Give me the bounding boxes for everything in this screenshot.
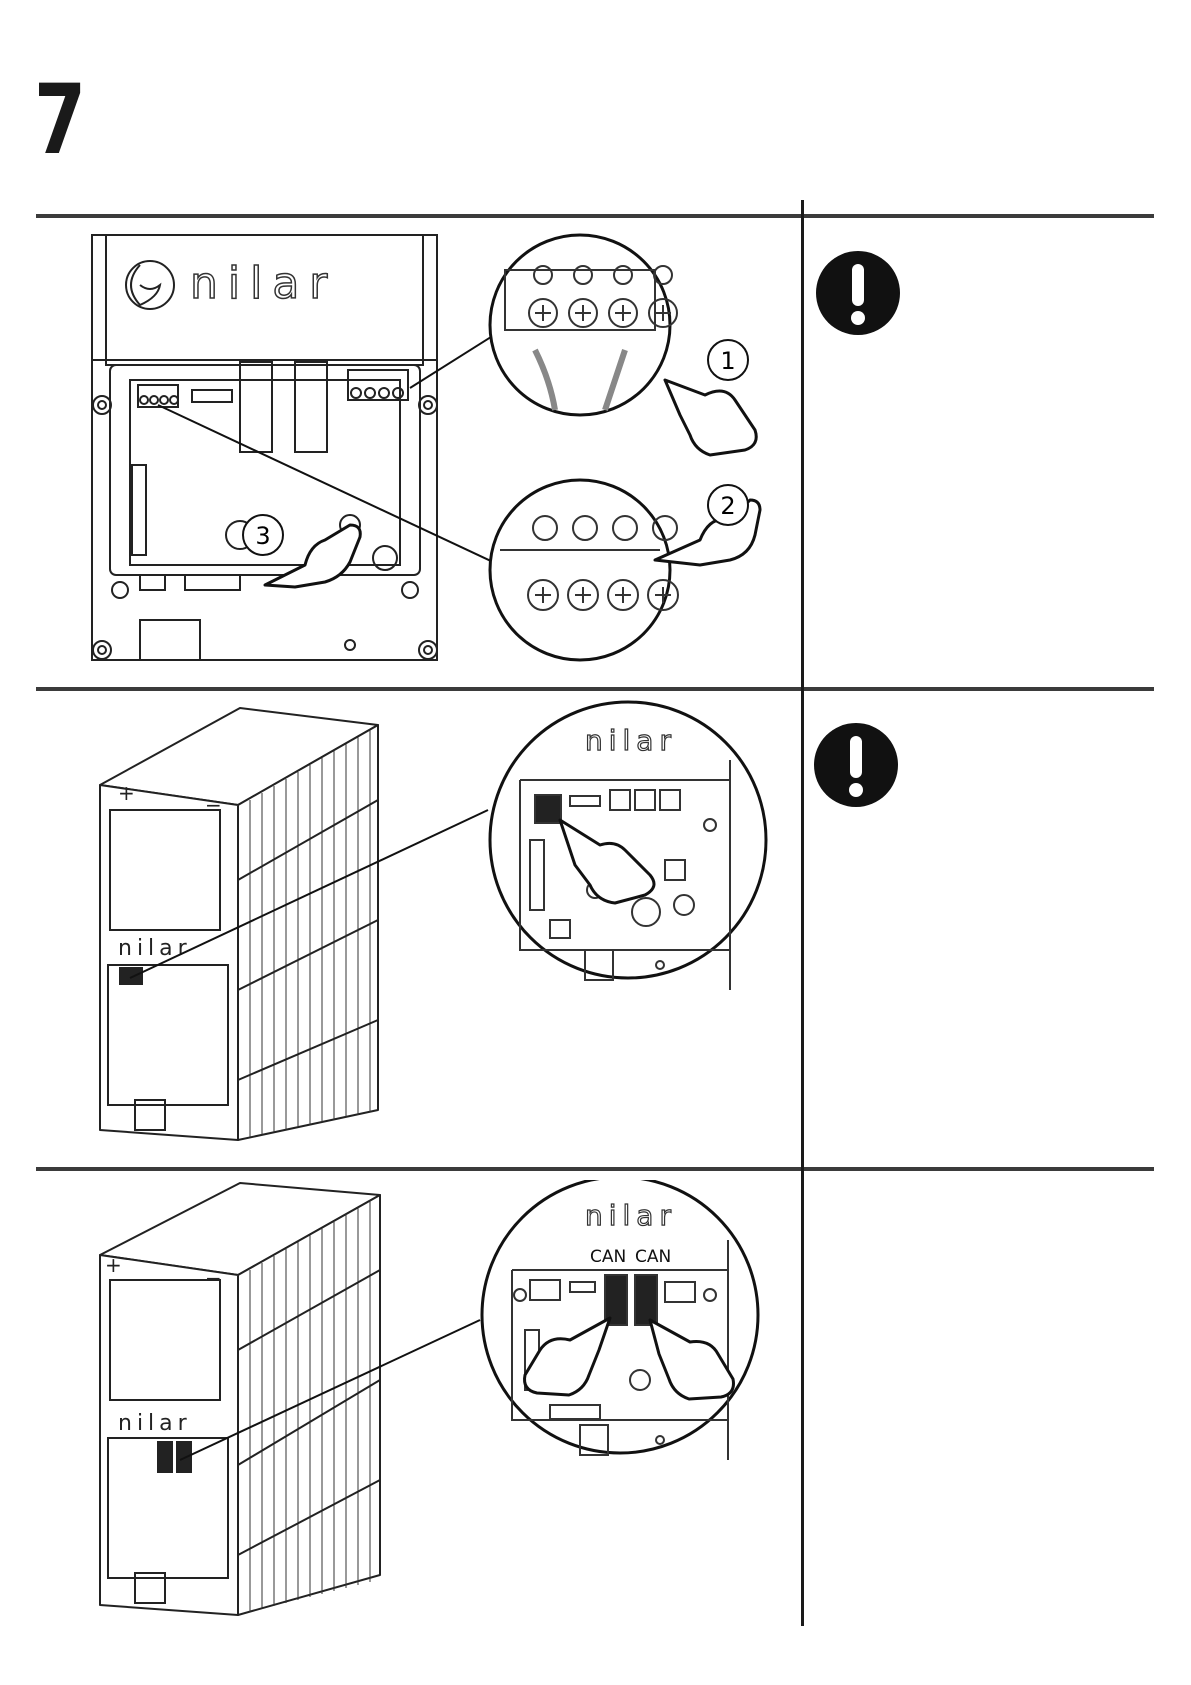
zoom-circle-can-ports: nilar CAN CAN [482, 1180, 758, 1460]
svg-text:1: 1 [720, 347, 735, 375]
svg-text:−: − [205, 1266, 222, 1290]
svg-text:−: − [205, 793, 222, 817]
zoom-circle-bottom-terminal [490, 480, 678, 660]
battery-module-diagram: + − nilar [80, 700, 780, 1160]
section-divider-2 [36, 687, 1154, 691]
panel-battery-module-connector: + − nilar [80, 700, 780, 1160]
step-number: 7 [34, 72, 86, 168]
brand-logo-text: nilar [585, 724, 677, 757]
callout-3: 3 [243, 515, 283, 555]
section-divider-top [36, 214, 1154, 218]
can-port-label: CAN [635, 1247, 671, 1267]
can-port-label: CAN [590, 1247, 626, 1267]
exclamation-warning-icon [815, 250, 901, 336]
svg-text:+: + [118, 781, 135, 805]
brand-logo-text: nilar [118, 1411, 192, 1436]
svg-text:+: + [105, 1253, 122, 1277]
brand-logo-text: nilar [585, 1199, 677, 1232]
zoom-circle-module-connector: nilar [490, 702, 766, 990]
zoom-circle-top-terminal [490, 235, 677, 415]
column-divider [801, 200, 804, 1626]
callout-1: 1 [708, 340, 748, 380]
exclamation-warning-icon [813, 722, 899, 808]
callout-2: 2 [708, 485, 748, 525]
brand-logo-text: nilar [118, 936, 192, 961]
brand-logo-text: nilar [190, 258, 337, 309]
can-connection-diagram: + − nilar [80, 1180, 780, 1620]
pointing-hand-icon [665, 380, 756, 455]
panel-terminal-connectors: nilar [80, 230, 780, 670]
panel-can-connectors: + − nilar [80, 1180, 780, 1620]
svg-text:3: 3 [255, 522, 270, 550]
section-divider-3 [36, 1167, 1154, 1171]
svg-text:2: 2 [720, 492, 735, 520]
terminal-diagram: nilar [80, 230, 780, 670]
